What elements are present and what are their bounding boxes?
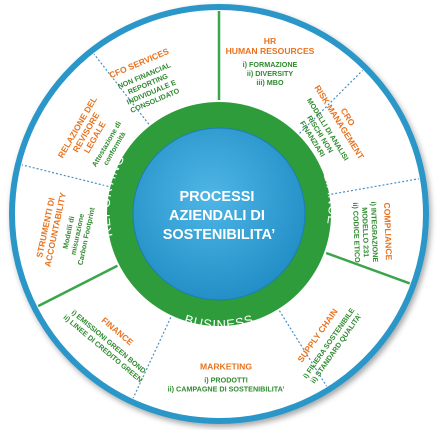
segment-body-line: ii) CODICE ETICO [351, 202, 362, 263]
segment-body-line: iii) MBO [256, 78, 284, 87]
segment-body-line: i) INTEGRAZIONE [369, 201, 380, 262]
segment-divider [37, 264, 118, 308]
center-circle [132, 127, 306, 301]
segment-dividers [21, 11, 420, 399]
segment-divider [331, 178, 420, 195]
segment-divider [299, 70, 363, 134]
segment-divider [21, 164, 109, 188]
segment-body-line: ii) DIVERSITY [247, 69, 294, 78]
segment-title-line: MARKETING [200, 362, 252, 372]
segment-body-line: i) PRODOTTI [204, 376, 248, 385]
segment-divider [278, 310, 328, 387]
segment-divider [132, 317, 172, 399]
segment-divider [325, 251, 411, 285]
segment-title: MARKETING [200, 362, 252, 372]
center-title: PROCESSI AZIENDALI DI SOSTENIBILITA’ [163, 189, 276, 243]
segment-body: i) INTEGRAZIONEMODELLO 231ii) CODICE ETI… [351, 201, 380, 263]
segment-title-line: COMPLIANCE [382, 202, 394, 260]
segment-title-line: HUMAN RESOURCES [226, 46, 315, 56]
segment-title-line: HR [264, 36, 277, 46]
center-title-line: PROCESSI [180, 189, 255, 205]
segment-divider [93, 53, 150, 125]
ring-label-business: BUSINESS [183, 312, 256, 333]
segment-body-line: MODELLO 231 [360, 207, 371, 257]
segment-body-line: ii) CAMPAGNE DI SOSTENIBILITA’ [168, 385, 285, 394]
segment-title: COMPLIANCE [382, 202, 394, 260]
center-title-line: AZIENDALI DI [169, 208, 265, 224]
segment-body-line: i) FORMAZIONE [243, 60, 298, 69]
center-title-line: SOSTENIBILITA’ [163, 227, 276, 243]
